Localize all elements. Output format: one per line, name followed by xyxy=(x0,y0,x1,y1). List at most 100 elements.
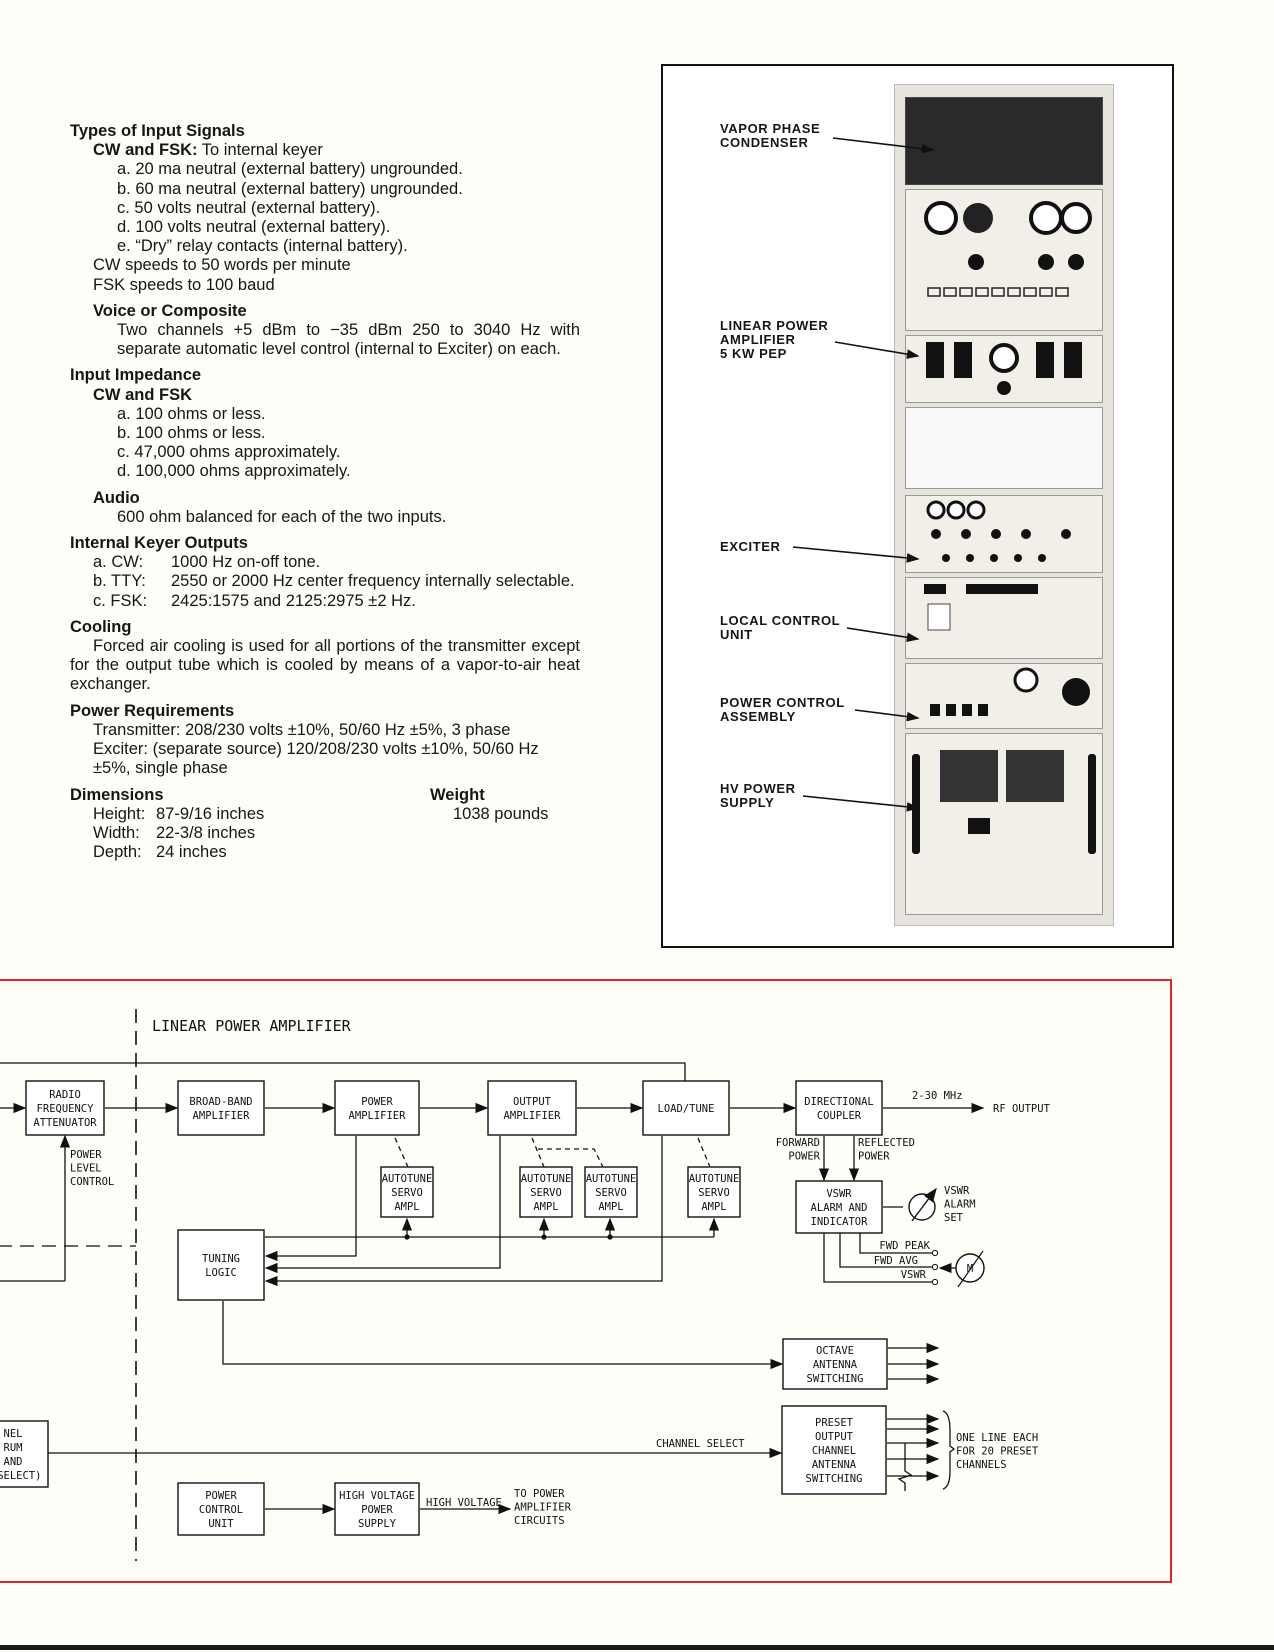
svg-text:RF OUTPUT: RF OUTPUT xyxy=(993,1103,1051,1115)
cw-fsk-line: CW and FSK: To internal keyer xyxy=(70,141,580,160)
keyer-item: c. FSK:2425:1575 and 2125:2975 ±2 Hz. xyxy=(93,591,416,610)
input-item: b. 60 ma neutral (external battery) ungr… xyxy=(117,179,463,198)
block-preset-switching-label: OUTPUT xyxy=(815,1431,854,1443)
vapor-condenser-unit xyxy=(905,97,1103,185)
power-transmitter: Transmitter: 208/230 volts ±10%, 50/60 H… xyxy=(93,720,511,739)
hv-power-supply-unit xyxy=(905,733,1103,915)
svg-text:ALARM: ALARM xyxy=(944,1199,976,1211)
block-hv-supply-label: HIGH VOLTAGE xyxy=(339,1490,415,1502)
impedance-item: d. 100,000 ohms approximately. xyxy=(117,462,351,481)
hv-supply-panel-icon xyxy=(912,750,1096,854)
block-autotune-3-label: AUTOTUNE xyxy=(586,1173,637,1185)
block-output-amplifier-label: OUTPUT xyxy=(513,1096,552,1108)
block-channel-drum-label: T SELECT) xyxy=(0,1470,41,1482)
control-panel-unit xyxy=(905,189,1103,331)
freq-label: 2-30 MHz xyxy=(912,1090,963,1102)
block-channel-drum-label: AND xyxy=(4,1456,23,1468)
callout-exciter: EXCITER xyxy=(720,539,781,554)
svg-text:REFLECTED: REFLECTED xyxy=(858,1137,915,1149)
block-channel-drum: NELRUMANDT SELECT) xyxy=(0,1420,49,1488)
block-preset-switching-label: PRESET xyxy=(815,1417,854,1429)
block-autotune-3-label: AMPL xyxy=(598,1201,623,1213)
weight-value: 1038 pounds xyxy=(453,804,549,823)
input-item: e. “Dry” relay contacts (internal batter… xyxy=(117,237,408,256)
callout-local-control: LOCAL CONTROL UNIT xyxy=(720,613,841,642)
heading-voice: Voice or Composite xyxy=(93,301,247,320)
callout-arrows xyxy=(792,137,935,812)
block-power-amplifier-label: POWER xyxy=(361,1096,393,1108)
input-item: d. 100 volts neutral (external battery). xyxy=(117,218,391,237)
block-autotune-2-label: SERVO xyxy=(530,1187,562,1199)
heading-keyer: Internal Keyer Outputs xyxy=(70,534,248,553)
local-control-panel-icon xyxy=(924,584,1038,631)
cw-speed: CW speeds to 50 words per minute xyxy=(93,256,351,275)
specifications: Types of Input Signals CW and FSK: To in… xyxy=(70,122,580,862)
svg-text:FOR 20 PRESET: FOR 20 PRESET xyxy=(956,1446,1039,1458)
block-autotune-4-label: AMPL xyxy=(701,1201,726,1213)
block-octave-switching-label: OCTAVE xyxy=(816,1345,854,1357)
cw-fsk-label: CW and FSK: xyxy=(93,141,198,160)
block-preset-switching-label: ANTENNA xyxy=(812,1459,857,1471)
block-directional-coupler-label: DIRECTIONAL xyxy=(804,1096,874,1108)
input-item: c. 50 volts neutral (external battery). xyxy=(117,198,381,217)
meters-icon xyxy=(924,201,1092,297)
junction-dot xyxy=(607,1234,613,1240)
keyer-item: b. TTY:2550 or 2000 Hz center frequency … xyxy=(93,572,575,591)
exciter-panel-icon xyxy=(926,500,1071,562)
transmitter-photo: VAPOR PHASE CONDENSER LINEAR POWER AMPLI… xyxy=(661,64,1174,948)
heading-power: Power Requirements xyxy=(70,701,235,720)
block-vswr-indicator-label: VSWR xyxy=(826,1188,852,1200)
input-item: a. 20 ma neutral (external battery) ungr… xyxy=(117,160,463,179)
block-vswr-indicator-label: ALARM AND xyxy=(811,1202,868,1214)
fwd-peak-label: FWD PEAK xyxy=(879,1240,930,1252)
block-octave-switching-label: SWITCHING xyxy=(807,1373,864,1385)
audio-text: 600 ohm balanced for each of the two inp… xyxy=(117,507,447,526)
block-preset-switching-label: SWITCHING xyxy=(806,1473,863,1485)
block-load-tune-label: LOAD/TUNE xyxy=(658,1103,715,1115)
dimension-item: Height:87-9/16 inches xyxy=(93,804,265,823)
impedance-item: b. 100 ohms or less. xyxy=(117,424,266,443)
dimension-item: Depth:24 inches xyxy=(93,843,227,862)
local-control-unit xyxy=(905,577,1103,659)
fwd-avg-label: FWD AVG xyxy=(874,1255,918,1267)
keyer-item: a. CW:1000 Hz on-off tone. xyxy=(93,553,321,572)
page-bottom-rule xyxy=(0,1645,1274,1650)
impedance-item: a. 100 ohms or less. xyxy=(117,404,266,423)
block-autotune-3-label: SERVO xyxy=(595,1187,627,1199)
terminal-icon xyxy=(931,1249,939,1257)
block-power-control-unit-label: POWER xyxy=(205,1490,237,1502)
heading-input-signals: Types of Input Signals xyxy=(70,122,245,140)
block-hv-supply-label: SUPPLY xyxy=(358,1518,397,1530)
terminal-icon xyxy=(931,1278,939,1286)
vswr-output-label: VSWR xyxy=(901,1269,927,1281)
svg-text:CIRCUITS: CIRCUITS xyxy=(514,1515,565,1527)
block-preset-switching-label: CHANNEL xyxy=(812,1445,856,1457)
block-autotune-1-label: AMPL xyxy=(394,1201,419,1213)
svg-text:POWER: POWER xyxy=(788,1151,820,1163)
impedance-sub: CW and FSK xyxy=(93,385,192,404)
block-tuning-logic-label: LOGIC xyxy=(205,1267,237,1279)
cooling-text: Forced air cooling is used for all porti… xyxy=(70,637,580,694)
heading-impedance: Input Impedance xyxy=(70,366,202,385)
heading-dimensions: Dimensions xyxy=(70,785,164,804)
power-exciter: Exciter: (separate source) 120/208/230 v… xyxy=(93,740,539,778)
svg-text:VSWR: VSWR xyxy=(944,1185,970,1197)
svg-text:AMPLIFIER: AMPLIFIER xyxy=(514,1502,572,1514)
block-channel-drum-label: NEL xyxy=(4,1428,23,1440)
dimensions-weight-row: Dimensions Height:87-9/16 inches Width:2… xyxy=(70,786,580,863)
block-autotune-3: AUTOTUNE SERVO AMPL xyxy=(584,1166,638,1218)
svg-text:HIGH VOLTAGE: HIGH VOLTAGE xyxy=(426,1497,502,1509)
